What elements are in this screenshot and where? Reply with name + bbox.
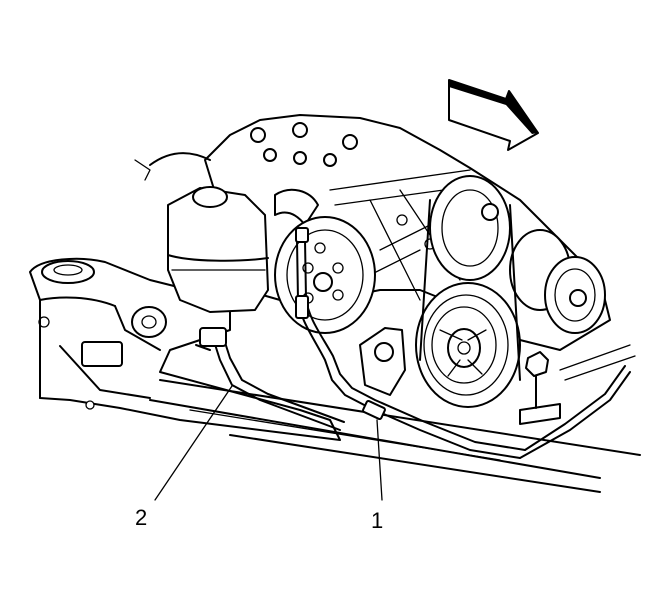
- leader-line-2: [154, 385, 233, 501]
- idler-pulleys: [419, 175, 606, 381]
- power-steering-pump-pulley: [274, 216, 376, 334]
- mounting-bolt: [519, 351, 561, 425]
- callout-1: 1: [371, 508, 383, 533]
- power-steering-pressure-hose: [295, 227, 636, 459]
- front-direction-arrow-icon: [448, 79, 539, 151]
- subframe-rail: [149, 379, 641, 493]
- callout-2: 2: [135, 505, 147, 530]
- engine-mount-bracket: [359, 327, 406, 396]
- crankshaft-pulley: [415, 282, 521, 408]
- leader-lines: [154, 385, 383, 501]
- power-steering-return-hose: [195, 327, 345, 431]
- coolant-reservoir: [167, 186, 269, 313]
- frame-crossmember: [29, 257, 341, 441]
- leader-line-1: [376, 419, 383, 501]
